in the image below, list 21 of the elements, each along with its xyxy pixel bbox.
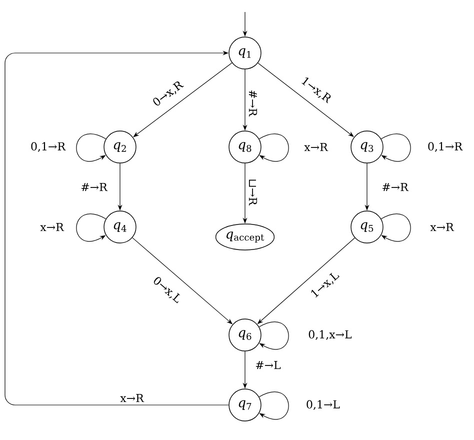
arrow: [258, 392, 289, 420]
edge-label: #→L: [254, 360, 282, 370]
edge-label: #→R: [380, 182, 410, 192]
arrow: [380, 214, 411, 242]
arrow: [380, 134, 411, 162]
arrow: [76, 214, 106, 242]
edge-label: x→R: [39, 222, 65, 232]
edge-label: 0,1→L: [305, 399, 341, 411]
edge-label: #→R: [248, 88, 258, 118]
edge-label: x→R: [119, 393, 145, 404]
arrow: [76, 134, 106, 162]
arrow: [4, 50, 229, 406]
edge-label: #→R: [80, 182, 108, 192]
edge-label: 0,1,x→L: [307, 329, 353, 341]
arrow: [258, 134, 289, 162]
edge-label: x→R: [303, 142, 329, 152]
arrow: [258, 322, 289, 350]
edge-label: 0,1→R: [30, 141, 66, 153]
edge-label: x→R: [429, 222, 455, 232]
edge-label: ⊔→R: [248, 178, 258, 206]
edge-label: 0,1→R: [426, 141, 464, 153]
